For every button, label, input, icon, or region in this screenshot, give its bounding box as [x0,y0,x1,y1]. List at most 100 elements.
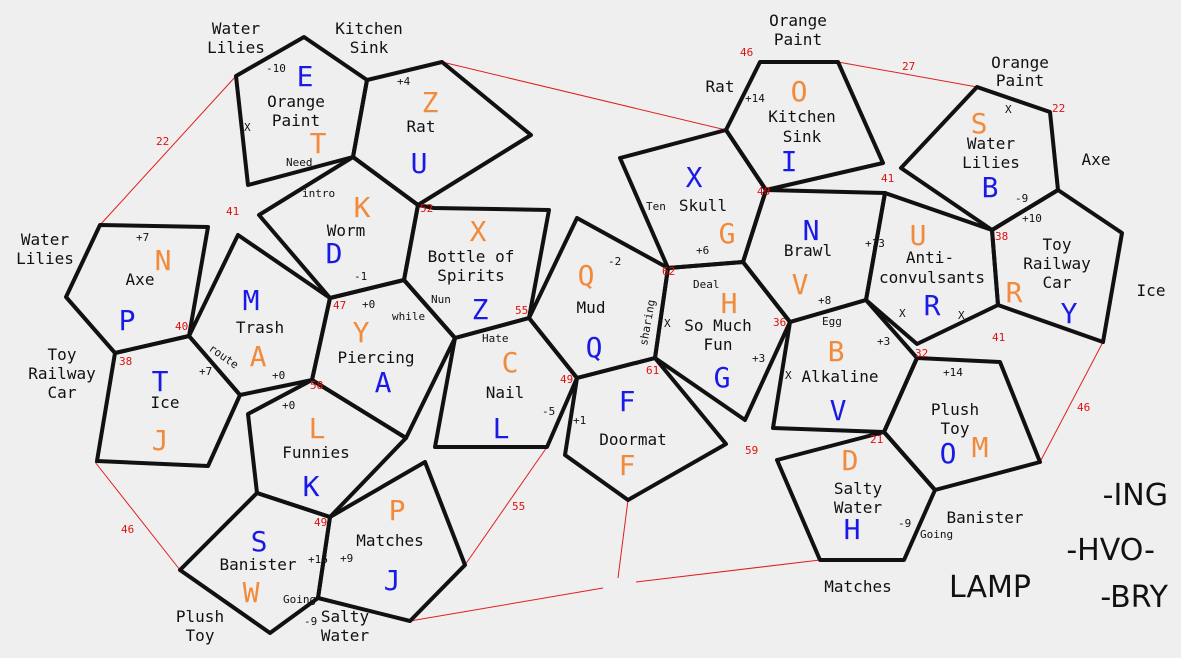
svg-text:+9: +9 [340,552,353,565]
tile-trash[interactable] [187,233,332,397]
suffix-bry: -BRY [1100,580,1168,615]
blue-letter: H [844,513,861,546]
orange-letter: Y [353,316,370,349]
svg-text:+1: +1 [573,414,586,427]
svg-text:+14: +14 [745,92,765,105]
blue-letter: U [411,147,428,180]
orange-letter: W [243,576,260,609]
orange-letter: O [791,75,808,108]
svg-text:52: 52 [420,202,433,215]
svg-text:-1: -1 [354,270,367,283]
tile-word: Skull [679,196,727,215]
svg-text:+13: +13 [865,237,885,250]
svg-text:32: 32 [915,347,928,360]
blue-letter: X [686,161,703,194]
blue-letter: S [251,525,268,558]
orange-letter: C [502,346,519,379]
svg-text:61: 61 [646,364,659,377]
svg-text:55: 55 [512,500,525,513]
svg-text:+0: +0 [282,399,295,412]
red-outline [94,61,1104,622]
tile-plush-toy[interactable] [882,356,1042,492]
tile-word: Worm [327,221,366,240]
svg-text:+8: +8 [818,294,831,307]
tile-axe[interactable] [64,223,210,355]
svg-text:27: 27 [902,60,915,73]
outer-axe: Axe [1082,150,1111,169]
svg-text:58: 58 [310,379,323,392]
blue-letter: I [781,145,798,178]
affix-hvo: -HVO- [1066,533,1155,568]
blue-letter: Q [586,331,603,364]
tile-matches[interactable] [316,460,467,623]
tile-word: Brawl [784,241,832,260]
blue-letter: J [384,564,401,597]
svg-text:+0: +0 [362,298,375,311]
svg-text:-10: -10 [266,62,286,75]
tile-rat[interactable] [351,60,533,207]
svg-text:38: 38 [995,230,1008,243]
orange-letter: R [1006,276,1023,309]
blue-letter: O [940,437,957,470]
blue-letter: Z [472,293,489,326]
svg-text:X: X [244,121,251,134]
tile-ice[interactable] [95,334,242,468]
tile-word: Axe [126,270,155,289]
svg-text:+6: +6 [696,244,709,257]
tiles [64,35,1124,635]
svg-text:X: X [899,307,906,320]
svg-text:Going: Going [920,528,953,541]
blue-letter: B [982,171,999,204]
orange-letter: V [792,268,809,301]
svg-text:+4: +4 [397,75,411,88]
svg-text:46: 46 [121,523,134,536]
blue-letter: G [714,361,731,394]
svg-text:sharing: sharing [637,299,658,347]
tile-so-much-fun[interactable] [653,260,792,422]
tile-doormat[interactable] [563,356,728,502]
orange-letter: Q [578,259,595,292]
orange-letter: M [972,431,989,464]
svg-text:-9: -9 [304,615,317,628]
svg-text:Egg: Egg [822,315,842,328]
svg-text:X: X [1005,103,1012,116]
blue-letter: T [152,365,169,398]
tile-banister[interactable] [178,491,332,635]
tile-word: Alkaline [801,367,878,386]
tile-word: Ice [151,393,180,412]
orange-letter: B [828,335,845,368]
svg-text:Need: Need [286,156,313,169]
blue-letter: L [493,412,510,445]
tile-anti-convulsants[interactable] [864,191,1000,346]
svg-text:62: 62 [662,265,675,278]
orange-letter: K [354,191,371,224]
orange-letter: H [721,287,738,320]
blue-letter: P [119,304,136,337]
svg-text:+16: +16 [308,553,328,566]
tile-piercing[interactable] [310,278,457,440]
svg-text:40: 40 [757,185,770,198]
tile-toy-railway-car[interactable] [990,188,1124,344]
orange-letter: X [470,215,487,248]
blue-letter: N [803,214,820,247]
tile-salty-water[interactable] [775,430,937,562]
outer-ice: Ice [1137,281,1166,300]
svg-text:59: 59 [745,444,758,457]
suffix-ing: -ING [1103,478,1168,513]
tile-nail[interactable] [433,316,579,449]
tile-word: Matches [356,531,423,550]
tile-kitchen-sink[interactable] [724,60,885,192]
blue-letter: V [830,394,847,427]
svg-text:41: 41 [881,172,894,185]
orange-letter: T [310,127,327,160]
word-lamp: LAMP [949,570,1031,605]
svg-text:X: X [958,309,965,322]
blue-letter: K [303,470,320,503]
